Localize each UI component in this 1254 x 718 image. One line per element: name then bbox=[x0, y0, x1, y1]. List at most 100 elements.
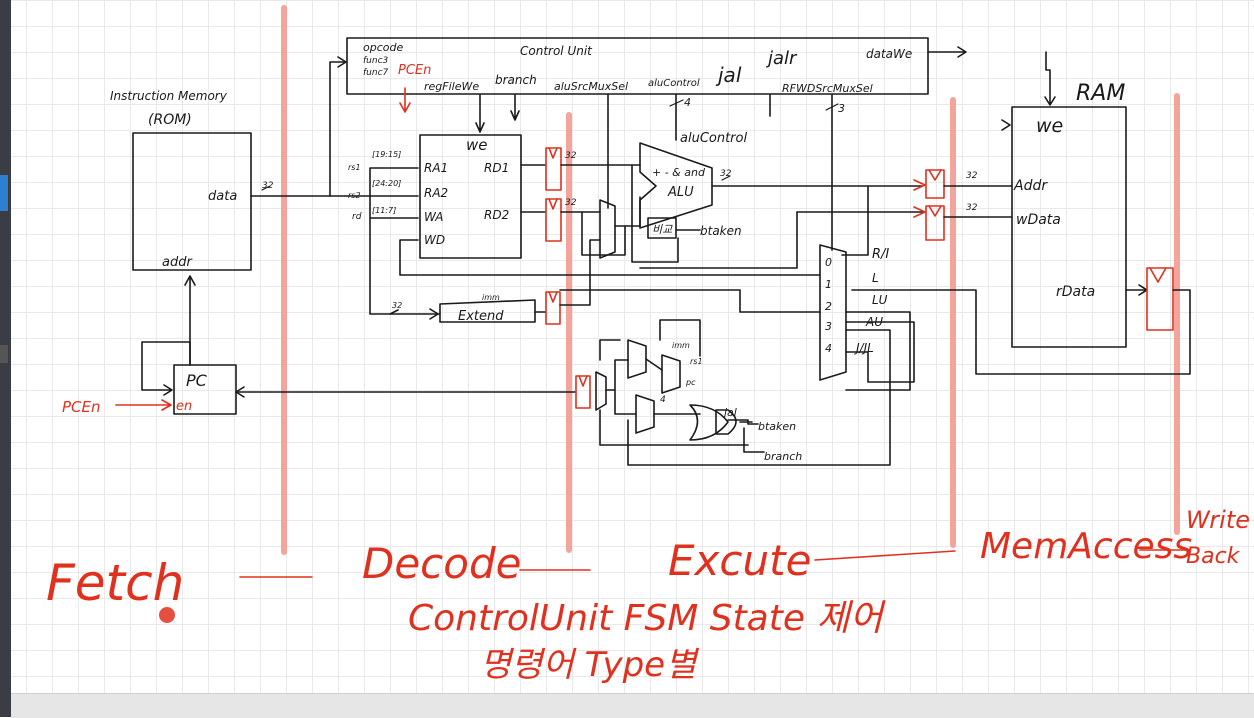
rf-rd1: RD1 bbox=[484, 161, 509, 175]
btaken-label: btaken bbox=[700, 224, 742, 238]
pcen-arrow bbox=[399, 87, 411, 113]
cu-pcen-output: PCEn bbox=[398, 63, 431, 78]
pc-box bbox=[173, 364, 237, 415]
alu-src-mux bbox=[599, 199, 616, 259]
toolbar-handle[interactable] bbox=[0, 345, 8, 363]
pc-adder-1 bbox=[627, 339, 647, 379]
rf-rd2: RD2 bbox=[484, 208, 509, 222]
addr-bus-width: 32 bbox=[966, 171, 978, 181]
pc-mux-reg bbox=[575, 375, 591, 409]
cursor-dot bbox=[159, 607, 175, 623]
extend-in-width: 32 bbox=[392, 301, 402, 310]
exmem-addr-reg bbox=[925, 169, 945, 199]
wb-mux-in1: 1 bbox=[825, 278, 832, 291]
cu-opcode-label: opcode bbox=[363, 41, 403, 54]
datawe-out-arrow bbox=[927, 46, 967, 58]
toolbar-tab[interactable] bbox=[0, 175, 8, 211]
gate-jal-label: jal bbox=[722, 406, 737, 419]
pc-feedback bbox=[141, 341, 191, 396]
wb-mux-l: L bbox=[872, 271, 879, 285]
mux-to-alu bbox=[614, 196, 641, 227]
rf-out-wires bbox=[520, 164, 546, 213]
pc-adder-wires bbox=[605, 359, 637, 415]
register-file-box bbox=[419, 134, 522, 259]
rdata-writeback-path bbox=[851, 289, 1191, 375]
pcen-input-arrow bbox=[115, 399, 172, 411]
comparator-label: 비교 bbox=[652, 223, 673, 236]
rd2-clk-mark bbox=[548, 198, 558, 210]
alu-control-label: aluControl bbox=[680, 131, 747, 146]
pc-adder-outs bbox=[645, 358, 701, 415]
wb-mux-in2: 2 bbox=[825, 300, 832, 313]
alu-shape bbox=[639, 142, 713, 229]
pc-label: PC bbox=[186, 371, 208, 390]
cu-alucontrol-label: aluControl bbox=[648, 78, 700, 89]
datawe-to-ram bbox=[1044, 51, 1056, 106]
rf-ra1: RA1 bbox=[424, 161, 448, 175]
pcen-input-label: PCEn bbox=[62, 398, 101, 416]
gate-branch-label: branch bbox=[764, 450, 802, 463]
cu-func7-label: func7 bbox=[363, 68, 389, 78]
ram-addr-port: Addr bbox=[1013, 178, 1048, 194]
pc-adder-imm: imm bbox=[672, 341, 690, 350]
stage-write-back-line1: Write bbox=[1186, 506, 1250, 534]
wb-to-regfile-wd bbox=[399, 239, 821, 276]
gate-btaken-label: btaken bbox=[758, 420, 796, 433]
pc-adder-pc: pc bbox=[685, 378, 696, 387]
rdata-out-wire bbox=[1125, 284, 1148, 296]
instr-data-port: data bbox=[208, 189, 237, 204]
alu-result-to-wb bbox=[841, 185, 869, 256]
pc-next-mux bbox=[595, 371, 607, 411]
wdata-bus-width: 32 bbox=[966, 203, 978, 213]
extend-label: Extend bbox=[458, 309, 504, 324]
note-line2: 명령어 Type별 bbox=[480, 645, 699, 685]
rd2-pipeline-reg bbox=[545, 198, 562, 242]
comparator-box bbox=[647, 217, 677, 239]
wb-mux-jjl: J/JL bbox=[854, 341, 874, 355]
bottom-status-bar bbox=[11, 693, 1254, 718]
ram-wdata-port: wData bbox=[1016, 212, 1061, 228]
branch-line bbox=[510, 94, 520, 121]
pc-adder-misc bbox=[599, 319, 701, 361]
stage-fetch: Fetch bbox=[46, 554, 184, 612]
gate-btaken-wire bbox=[727, 419, 759, 425]
rd-bits: [11:7] bbox=[372, 206, 396, 215]
stage-decode: Decode bbox=[362, 539, 521, 588]
alucontrol-bus-tick bbox=[669, 99, 684, 107]
rf-ra2: RA2 bbox=[424, 186, 448, 200]
alu-label: ALU bbox=[667, 185, 694, 200]
extend-box bbox=[439, 299, 536, 323]
alu-ops-label: + - & and bbox=[652, 166, 706, 179]
extend-imm-label: imm bbox=[482, 293, 500, 302]
control-unit-box bbox=[346, 37, 929, 95]
pc-adder-four: 4 bbox=[660, 395, 666, 405]
pc-jalr-mux bbox=[661, 354, 681, 394]
wb-mux-inputs-2 bbox=[845, 321, 915, 383]
cu-regfilewe-label: regFileWe bbox=[424, 80, 479, 93]
exmem-wdata-reg bbox=[925, 205, 945, 241]
control-unit-title: Control Unit bbox=[520, 44, 593, 58]
ram-we-label: we bbox=[1036, 115, 1063, 137]
ram-box bbox=[1011, 106, 1127, 348]
instr-field-split bbox=[344, 167, 441, 315]
instr-mem-title: Instruction Memory bbox=[110, 89, 228, 103]
cu-datawe-label: dataWe bbox=[866, 47, 912, 61]
alu-result-width: 32 bbox=[720, 169, 732, 179]
rs2-label: rs2 bbox=[348, 191, 361, 200]
cu-func3-label: func3 bbox=[363, 56, 389, 66]
imm-pipeline-reg bbox=[545, 291, 561, 325]
rd-label: rd bbox=[352, 212, 362, 222]
pc-adder-rs1: rs1 bbox=[690, 357, 703, 366]
rd1-pipeline-reg bbox=[545, 147, 562, 191]
rd2-bus-width: 32 bbox=[565, 198, 577, 208]
stage-write-back-line2: Back bbox=[1186, 544, 1241, 569]
rs2-bits: [24:20] bbox=[372, 179, 401, 188]
extend-in-tick bbox=[389, 309, 399, 315]
wb-mux-inputs bbox=[627, 311, 911, 466]
cu-alusrcmuxsel-label: aluSrcMuxSel bbox=[554, 80, 628, 93]
rfwd-bus-tick bbox=[825, 103, 839, 111]
wb-mux-in4: 4 bbox=[825, 342, 832, 355]
stage-mem-access: MemAccess bbox=[980, 526, 1192, 567]
wb-mux-ri: R/I bbox=[872, 247, 889, 262]
